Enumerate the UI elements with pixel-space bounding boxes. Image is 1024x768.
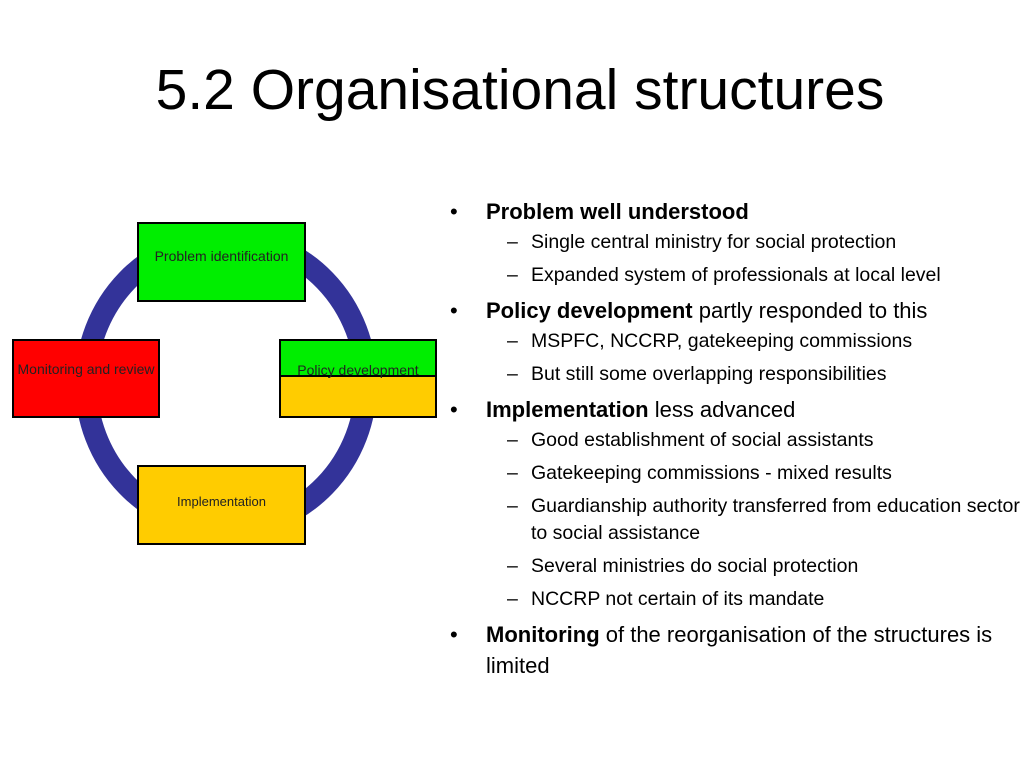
bullet-dot-icon: • — [450, 298, 458, 323]
bullet-monitoring: • Monitoring of the reorganisation of th… — [445, 619, 1024, 681]
sub-item-text: Several ministries do social protection — [531, 555, 859, 577]
dash-icon: – — [507, 231, 518, 253]
bullet-heading: Implementation — [486, 397, 649, 422]
slide-title: 5.2 Organisational structures — [155, 58, 885, 122]
sub-list: –Good establishment of social assistants… — [486, 427, 1024, 613]
dash-icon: – — [507, 330, 518, 352]
dash-icon: – — [507, 264, 518, 286]
sub-item-text: But still some overlapping responsibilit… — [531, 363, 887, 385]
sub-item-text: Gatekeeping commissions - mixed results — [531, 462, 892, 484]
bullet-text: less advanced — [648, 397, 796, 422]
sub-item: –NCCRP not certain of its mandate — [486, 586, 1024, 613]
sub-item: –Single central ministry for social prot… — [486, 229, 1024, 256]
dash-icon: – — [507, 555, 518, 577]
monitoring-review-box: Monitoring and review — [12, 339, 160, 418]
bullet-heading: Problem well understood — [486, 199, 749, 224]
dash-icon: – — [507, 495, 518, 517]
dash-icon: – — [507, 462, 518, 484]
dash-icon: – — [507, 363, 518, 385]
sub-item-text: Expanded system of professionals at loca… — [531, 264, 941, 286]
sub-item-text: MSPFC, NCCRP, gatekeeping commissions — [531, 330, 913, 352]
problem-identification-box: Problem identification — [137, 222, 306, 302]
sub-item-text: Single central ministry for social prote… — [531, 231, 897, 253]
monitoring-review-label: Monitoring and review — [17, 361, 155, 377]
policy-development-box: Policy development — [279, 339, 437, 418]
sub-item: –Expanded system of professionals at loc… — [486, 262, 1024, 289]
implementation-label: Implementation — [177, 494, 266, 509]
sub-item: –But still some overlapping responsibili… — [486, 361, 1024, 388]
policy-development-band — [281, 341, 435, 377]
bullet-text: of the reorganisation of the structures … — [486, 622, 993, 678]
sub-list: –MSPFC, NCCRP, gatekeeping commissions –… — [486, 328, 1024, 388]
sub-item-text: NCCRP not certain of its mandate — [531, 588, 825, 610]
bullet-dot-icon: • — [450, 199, 458, 224]
sub-item: –Several ministries do social protection — [486, 553, 1024, 580]
bullet-problem: • Problem well understood –Single centra… — [445, 196, 1024, 289]
bullet-text: partly responded to this — [692, 298, 928, 323]
sub-list: –Single central ministry for social prot… — [486, 229, 1024, 289]
sub-item: –MSPFC, NCCRP, gatekeeping commissions — [486, 328, 1024, 355]
bullet-dot-icon: • — [450, 622, 458, 647]
sub-item: –Gatekeeping commissions - mixed results — [486, 460, 1024, 487]
sub-item-text: Guardianship authority transferred from … — [531, 495, 1020, 544]
bullet-implementation: • Implementation less advanced –Good est… — [445, 394, 1024, 613]
problem-identification-label: Problem identification — [154, 248, 289, 264]
implementation-box: Implementation — [137, 465, 306, 545]
sub-item: –Guardianship authority transferred from… — [486, 493, 1024, 547]
sub-item-text: Good establishment of social assistants — [531, 429, 874, 451]
bullet-dot-icon: • — [450, 397, 458, 422]
bullet-list: • Problem well understood –Single centra… — [445, 196, 1024, 684]
bullet-policy: • Policy development partly responded to… — [445, 295, 1024, 388]
sub-item: –Good establishment of social assistants — [486, 427, 1024, 454]
dash-icon: – — [507, 588, 518, 610]
bullet-heading: Policy development — [486, 298, 693, 323]
dash-icon: – — [507, 429, 518, 451]
bullet-heading: Monitoring — [486, 622, 600, 647]
policy-development-label: Policy development — [297, 362, 419, 378]
